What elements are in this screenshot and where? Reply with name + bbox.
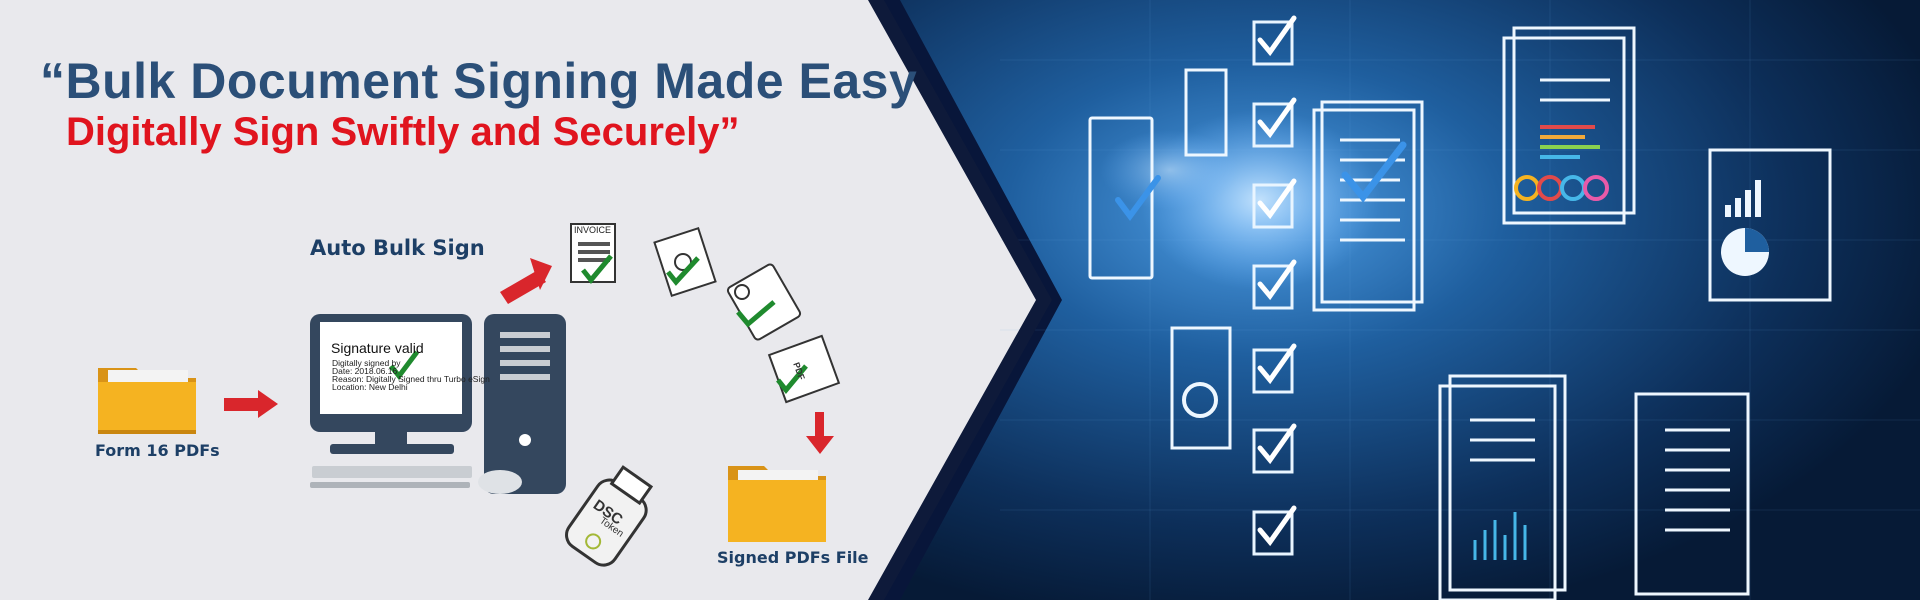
arrow-up-right-icon (500, 258, 552, 304)
headline: “Bulk Document Signing Made Easy (40, 53, 918, 109)
stats-document-icon (1170, 326, 1232, 450)
checkbox-column (1252, 20, 1294, 556)
pdf-document-icon (767, 334, 841, 404)
text-document-icon (1312, 108, 1416, 312)
bar-chart-icon (1725, 180, 1761, 217)
invoice-document-icon (570, 223, 616, 284)
invoice-text: INVOICE (574, 225, 612, 235)
legal-document-icon (653, 227, 717, 297)
lines-document-icon (1634, 392, 1750, 596)
large-check-icon (1341, 141, 1407, 203)
signature-line: Digitally signed by (332, 358, 401, 368)
signature-check-icon (389, 350, 419, 381)
percentage-rings (1514, 175, 1609, 201)
auto-bulk-sign-label: Auto Bulk Sign (310, 236, 485, 260)
dsc-token-icon (565, 465, 654, 567)
subheadline: Digitally Sign Swiftly and Securely” (66, 110, 740, 154)
computer-tower-icon (484, 314, 566, 494)
checkmark-icons (1257, 15, 1297, 547)
arrow-right-icon (224, 390, 278, 418)
signature-line: Location: New Delhi (332, 382, 408, 392)
clipboard-icon (726, 263, 802, 341)
source-folder-icon (98, 368, 196, 434)
signature-valid-title: Signature valid (331, 340, 424, 356)
arrow-down-icon (806, 412, 834, 454)
checklist-document-icon (1088, 116, 1154, 280)
signature-line: Date: 2018.06.16 (332, 366, 398, 376)
histogram-icon (1473, 512, 1527, 560)
report-document-icon (1502, 36, 1626, 225)
document-icons (1088, 26, 1832, 600)
computer-monitor-icon (310, 314, 472, 488)
signed-pdfs-label: Signed PDFs File (717, 548, 869, 567)
ring-chart-icon (1182, 382, 1218, 418)
report-bars (1540, 125, 1600, 159)
chart-document-icon (1708, 148, 1832, 302)
contract-document-icon (1184, 68, 1228, 157)
mouse-icon (478, 470, 522, 494)
graph-document-icon (1438, 384, 1557, 600)
signature-line: Reason: Digitally Signed thru Turbo eSig… (332, 374, 490, 384)
output-folder-icon (728, 466, 826, 542)
document-lines (1340, 78, 1730, 532)
form16-pdfs-label: Form 16 PDFs (95, 441, 220, 460)
